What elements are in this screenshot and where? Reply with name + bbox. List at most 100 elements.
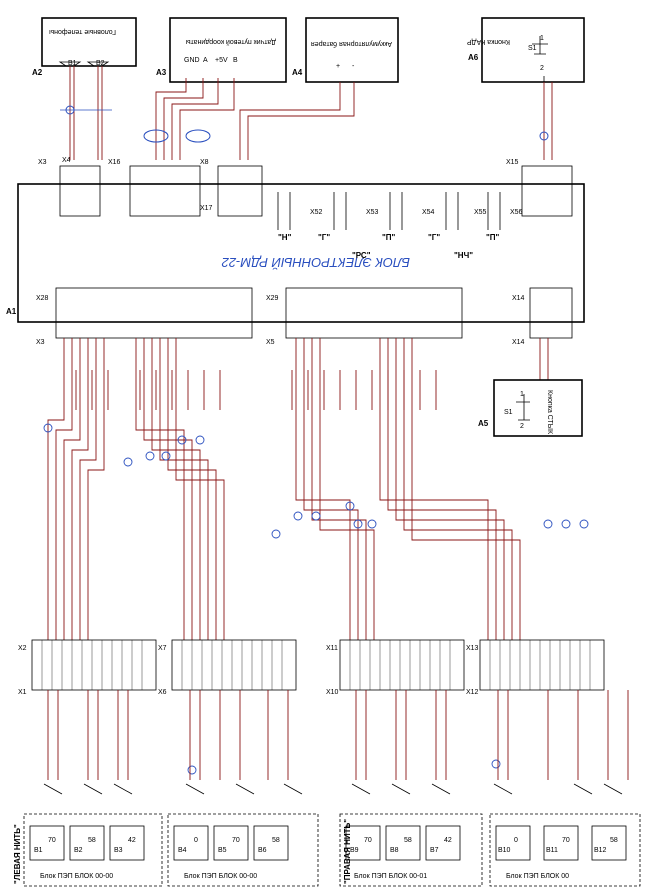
svg-text:1: 1: [520, 391, 524, 398]
svg-text:БЛОК ЭЛЕКТРОННЫЙ РДМ-22: БЛОК ЭЛЕКТРОННЫЙ РДМ-22: [221, 255, 410, 271]
device-a3: A3 Датчик путевой координаты GND A +5V B: [156, 17, 287, 83]
right-thread-label: "ПРАВАЯ НИТЬ": [343, 819, 352, 884]
svg-text:Блок ПЭП БЛОК 00-00: Блок ПЭП БЛОК 00-00: [184, 873, 257, 880]
svg-text:X17: X17: [200, 205, 213, 212]
svg-text:"Г": "Г": [318, 233, 330, 242]
svg-text:X52: X52: [310, 209, 323, 216]
svg-text:A3: A3: [156, 68, 167, 77]
probe-unit-2: B4 B5 B6 0 70 58 Блок ПЭП БЛОК 00-00: [167, 813, 319, 887]
device-a2: A2 Головные телефоны В1 В2: [32, 17, 137, 77]
probe-unit-3: B9 B8 B7 70 58 42 Блок ПЭП БЛОК 00-01: [339, 813, 483, 887]
probe-connector-x2: X2 X1: [18, 639, 157, 696]
svg-text:A6: A6: [468, 53, 479, 62]
main-block-a1: A1 БЛОК ЭЛЕКТРОННЫЙ РДМ-22 X4 X3 X16 X8 …: [6, 157, 585, 346]
svg-text:0: 0: [194, 837, 198, 844]
svg-text:S1: S1: [528, 45, 537, 52]
wire-tag-row: [75, 370, 437, 410]
left-thread-label: "ЛЕВАЯ НИТЬ": [13, 824, 22, 884]
svg-text:B11: B11: [546, 847, 558, 854]
svg-text:Аккумуляторная батарея: Аккумуляторная батарея: [311, 40, 392, 48]
top-wires: [60, 66, 553, 160]
svg-text:X2: X2: [18, 645, 27, 652]
svg-text:B8: B8: [390, 847, 399, 854]
connector-x15: X15: [506, 159, 573, 217]
svg-text:GND: GND: [184, 57, 200, 64]
device-a6: A6 Кнопка КАДР S1 1 2: [467, 17, 585, 83]
svg-text:70: 70: [562, 837, 570, 844]
probe-connector-x13: X13 X12: [466, 639, 605, 696]
svg-text:В2: В2: [96, 60, 105, 67]
svg-text:X3: X3: [36, 339, 45, 346]
svg-text:X13: X13: [466, 645, 479, 652]
svg-text:B10: B10: [498, 847, 511, 854]
svg-text:2: 2: [520, 423, 524, 430]
svg-text:Блок ПЭП БЛОК 00: Блок ПЭП БЛОК 00: [506, 873, 569, 880]
junction-dots: [43, 423, 589, 775]
svg-text:+: +: [336, 63, 340, 70]
svg-text:42: 42: [444, 837, 452, 844]
svg-text:B3: B3: [114, 847, 123, 854]
svg-text:B: B: [233, 57, 238, 64]
svg-text:X29: X29: [266, 295, 279, 302]
svg-text:X3: X3: [38, 159, 47, 166]
svg-text:58: 58: [404, 837, 412, 844]
svg-text:A4: A4: [292, 68, 303, 77]
svg-text:X14: X14: [512, 295, 525, 302]
channel-labels: "Н" "Г" "РС" "П" "Г" "НЧ" "П": [278, 233, 500, 260]
svg-text:Кнопка КАДР: Кнопка КАДР: [467, 38, 510, 45]
svg-text:X5: X5: [266, 339, 275, 346]
probe-unit-4: B10 B11 B12 0 70 58 Блок ПЭП БЛОК 00: [489, 813, 641, 887]
svg-text:X4: X4: [62, 157, 71, 164]
probe-wires: [43, 690, 629, 795]
svg-text:Блок ПЭП БЛОК 00-01: Блок ПЭП БЛОК 00-01: [354, 873, 427, 880]
svg-text:X56: X56: [510, 209, 523, 216]
connector-x14: X14 X14: [512, 287, 573, 346]
connector-x16: X16: [108, 159, 201, 217]
svg-text:В1: В1: [68, 60, 77, 67]
svg-text:A1: A1: [6, 307, 17, 316]
svg-text:42: 42: [128, 837, 136, 844]
probe-connector-pins: [41, 640, 591, 690]
svg-text:B6: B6: [258, 847, 267, 854]
svg-text:58: 58: [272, 837, 280, 844]
svg-text:Кнопка СТЫК: Кнопка СТЫК: [546, 390, 553, 435]
svg-text:"Н": "Н": [278, 233, 292, 242]
svg-text:70: 70: [232, 837, 240, 844]
svg-text:X7: X7: [158, 645, 167, 652]
device-a5: A5 Кнопка СТЫК S1 1 2: [478, 379, 583, 437]
svg-text:X12: X12: [466, 689, 479, 696]
svg-text:58: 58: [88, 837, 96, 844]
svg-text:X1: X1: [18, 689, 27, 696]
svg-text:-: -: [352, 63, 355, 70]
probe-connector-x11: X11 X10: [326, 639, 465, 696]
probe-unit-1: B1 B2 B3 70 58 42 Блок ПЭП БЛОК 00-00: [23, 813, 163, 887]
connector-x28: X28 X3: [36, 287, 253, 346]
svg-text:+5V: +5V: [215, 57, 228, 64]
svg-text:B2: B2: [74, 847, 83, 854]
svg-text:"НЧ": "НЧ": [454, 251, 473, 260]
svg-text:X15: X15: [506, 159, 519, 166]
svg-text:X53: X53: [366, 209, 379, 216]
device-a4: A4 Аккумуляторная батарея + -: [292, 17, 399, 83]
svg-text:2: 2: [540, 65, 544, 72]
svg-text:X11: X11: [326, 645, 338, 652]
svg-text:58: 58: [610, 837, 618, 844]
svg-text:70: 70: [48, 837, 56, 844]
svg-text:B9: B9: [350, 847, 359, 854]
svg-text:A: A: [203, 57, 208, 64]
svg-text:X14: X14: [512, 339, 525, 346]
svg-text:B5: B5: [218, 847, 227, 854]
svg-text:B1: B1: [34, 847, 43, 854]
svg-text:X8: X8: [200, 159, 209, 166]
svg-text:Головные телефоны: Головные телефоны: [49, 28, 116, 35]
svg-text:"П": "П": [382, 233, 396, 242]
svg-text:X28: X28: [36, 295, 49, 302]
svg-text:Блок ПЭП БЛОК 00-00: Блок ПЭП БЛОК 00-00: [40, 873, 113, 880]
svg-text:"Г": "Г": [428, 233, 440, 242]
svg-text:X55: X55: [474, 209, 487, 216]
svg-text:Датчик путевой координаты: Датчик путевой координаты: [186, 38, 276, 46]
svg-text:"П": "П": [486, 233, 500, 242]
connector-x4: X4 X3: [38, 157, 101, 217]
svg-text:0: 0: [514, 837, 518, 844]
